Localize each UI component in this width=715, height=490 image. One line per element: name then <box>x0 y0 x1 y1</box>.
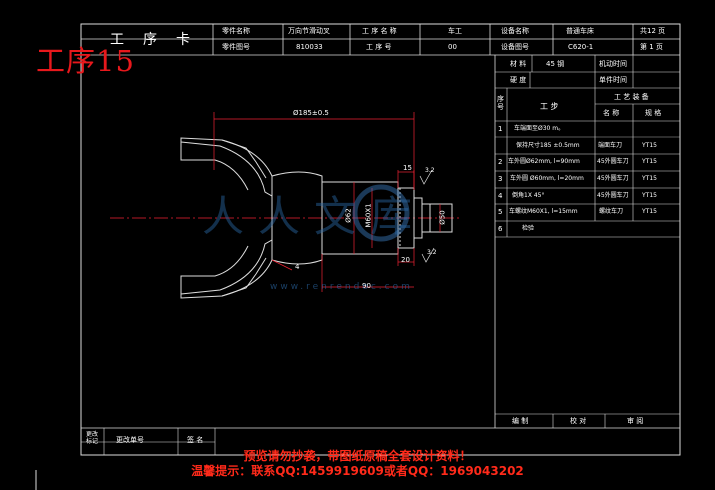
col-name-header: 名 称 <box>603 109 620 117</box>
roughness-top: 3.2 <box>425 167 435 174</box>
step-3-name: 45外圆车刀 <box>597 175 629 182</box>
step-5-text: 车螺纹M60X1, l=15mm <box>509 208 578 215</box>
step-5-name: 螺纹车刀 <box>599 208 624 215</box>
process-name-value: 车工 <box>448 27 462 35</box>
hardness-label: 硬 度 <box>510 76 527 84</box>
overlay-title: 工序15 <box>36 44 135 78</box>
watermark-logo <box>352 184 410 242</box>
equipment-name-value: 普通车床 <box>566 27 594 35</box>
step-1-no: 1 <box>498 125 503 133</box>
material-label: 材 料 <box>510 60 527 68</box>
part-drawing-value: 810033 <box>296 43 323 51</box>
dim-90: 90 <box>362 282 371 290</box>
unit-time-label: 单件时间 <box>599 76 627 84</box>
step-1-text: 车端面至Ø30 m。 <box>514 125 565 132</box>
step-6-no: 6 <box>498 225 503 233</box>
step-1b-name: 端面车刀 <box>598 142 623 149</box>
dim-d50: Ø50 <box>438 210 447 225</box>
card-title-char-2: 序 <box>143 32 157 48</box>
equipment-no-value: C620-1 <box>568 43 594 51</box>
col-equip-header: 工 艺 装 备 <box>614 93 649 101</box>
dimension-lines <box>213 112 441 292</box>
watermark-text: 人人文库 <box>202 192 427 241</box>
part-outline <box>180 137 453 299</box>
watermark-url: www.renrendoc.com <box>270 282 413 292</box>
step-3-no: 3 <box>498 175 503 183</box>
step-3-spec: YT15 <box>642 175 657 182</box>
compiled-label: 编 制 <box>512 417 529 425</box>
total-pages: 共12 页 <box>640 27 666 35</box>
equipment-name-label: 设备名称 <box>501 27 529 35</box>
notice-line-2: 温馨提示：联系QQ:1459919609或者QQ：1969043202 <box>191 464 524 478</box>
dim-overall-length: Ø185±0.5 <box>293 109 329 117</box>
step-2-no: 2 <box>498 158 503 166</box>
step-2-name: 45外圆车刀 <box>597 158 629 165</box>
part-drawing-label: 零件图号 <box>222 43 250 51</box>
equipment-no-label: 设备图号 <box>501 43 529 51</box>
col-seq-header: 序号 <box>497 95 504 111</box>
frame-border <box>80 23 681 456</box>
change-mark-label: 更改标记 <box>86 431 99 445</box>
step-4-no: 4 <box>498 192 503 200</box>
notice-line-1: 预览请勿抄袭，带图纸原稿全套设计资料！ <box>243 449 472 463</box>
change-doc-label: 更改单号 <box>116 436 144 444</box>
machine-time-label: 机动时间 <box>599 60 627 68</box>
step-3-text: 车外圆 Ø60mm, l=20mm <box>510 175 584 182</box>
step-2-text: 车外圆Ø62mm, l=90mm <box>508 158 580 165</box>
chamfer-dim: 4 <box>295 263 300 271</box>
reviewed-label: 审 阅 <box>627 417 644 425</box>
material-value: 45 钢 <box>546 60 565 68</box>
dim-15: 15 <box>403 164 412 172</box>
process-no-value: 00 <box>448 43 457 51</box>
col-step-header: 工 步 <box>540 102 559 111</box>
card-title-char-1: 工 <box>110 32 124 48</box>
step-1b-text: 保持尺寸185 ±0.5mm <box>516 142 580 149</box>
roughness-symbols <box>419 169 435 263</box>
step-1b-spec: YT15 <box>642 142 657 149</box>
page-no: 第 1 页 <box>640 43 663 51</box>
signature-label: 签 名 <box>187 436 204 444</box>
part-name-label: 零件名称 <box>222 27 250 35</box>
step-4-name: 45外圆车刀 <box>597 192 629 199</box>
part-name-value: 万向节滑动叉 <box>288 27 330 35</box>
process-name-label: 工 序 名 称 <box>362 27 397 35</box>
col-spec-header: 规 格 <box>645 109 662 117</box>
card-title-char-3: 卡 <box>176 32 190 48</box>
step-4-text: 倒角1X 45° <box>512 192 545 199</box>
checked-label: 校 对 <box>570 417 587 425</box>
process-no-label: 工 序 号 <box>366 43 392 51</box>
roughness-bottom: 3.2 <box>427 249 437 256</box>
step-4-spec: YT15 <box>642 192 657 199</box>
dim-20: 20 <box>401 256 410 264</box>
step-5-no: 5 <box>498 208 503 216</box>
step-5-spec: YT15 <box>642 208 657 215</box>
step-2-spec: YT15 <box>642 158 657 165</box>
step-6-text: 检验 <box>522 225 535 232</box>
